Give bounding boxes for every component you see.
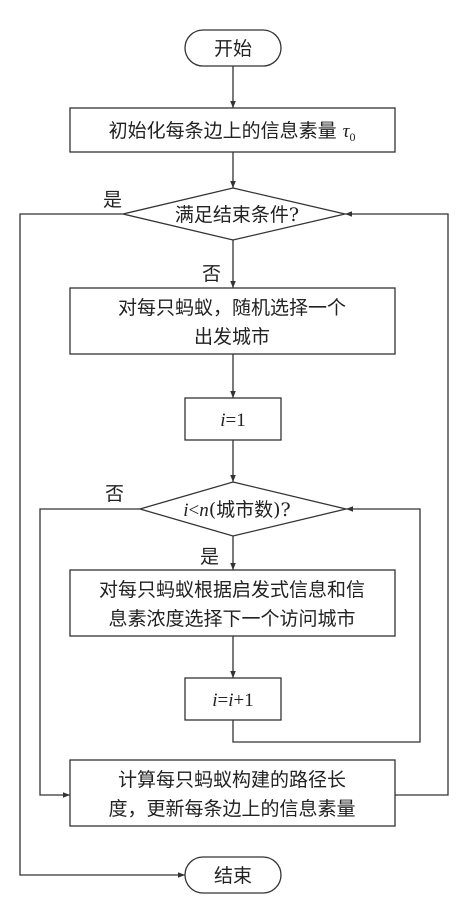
city-count-decision: i<n(城市数)? [137,481,347,537]
set-i-box: i=1 [184,397,282,441]
increment-i-label: i=i+1 [212,690,254,711]
arrow-cond1-yes-to-end [19,213,185,878]
increment-i-box: i=i+1 [184,677,282,721]
end-condition-decision: 满足结束条件? [122,187,346,241]
start-label: 开始 [214,38,252,60]
visit-line-1: 对每只蚂蚁根据启发式信息和信 [99,579,365,601]
arrow-cond2-no-to-update [39,508,140,798]
city-count-label: i<n(城市数)? [183,499,291,521]
end-node: 结束 [184,856,282,894]
end-label: 结束 [214,865,252,887]
select-line-2: 出发城市 [194,326,270,348]
start-node: 开始 [184,29,282,67]
cond2-no-label: 否 [105,483,124,505]
update-line-2: 度，更新每条边上的信息素量 [108,798,355,820]
choose-next-city-box: 对每只蚂蚁根据启发式信息和信 息素浓度选择下一个访问城市 [69,569,396,637]
update-pheromone-box: 计算每只蚂蚁构建的路径长 度，更新每条边上的信息素量 [69,759,396,827]
cond1-yes-label: 是 [103,189,122,211]
update-line-1: 计算每只蚂蚁构建的路径长 [118,769,346,791]
set-i-label: i=1 [220,410,246,431]
select-start-city-box: 对每只蚂蚁，随机选择一个 出发城市 [69,287,396,355]
init-label: 初始化每条边上的信息素量 τ0 [109,120,356,144]
cond2-yes-label: 是 [200,546,219,568]
init-process-box: 初始化每条边上的信息素量 τ0 [69,107,396,153]
select-line-1: 对每只蚂蚁，随机选择一个 [118,297,346,319]
visit-line-2: 息素浓度选择下一个访问城市 [108,608,355,630]
end-condition-label: 满足结束条件? [175,204,299,226]
arrow-increment-loop-back [232,506,421,743]
arrow-update-loop-back [345,211,449,796]
cond1-no-label: 否 [202,263,221,285]
